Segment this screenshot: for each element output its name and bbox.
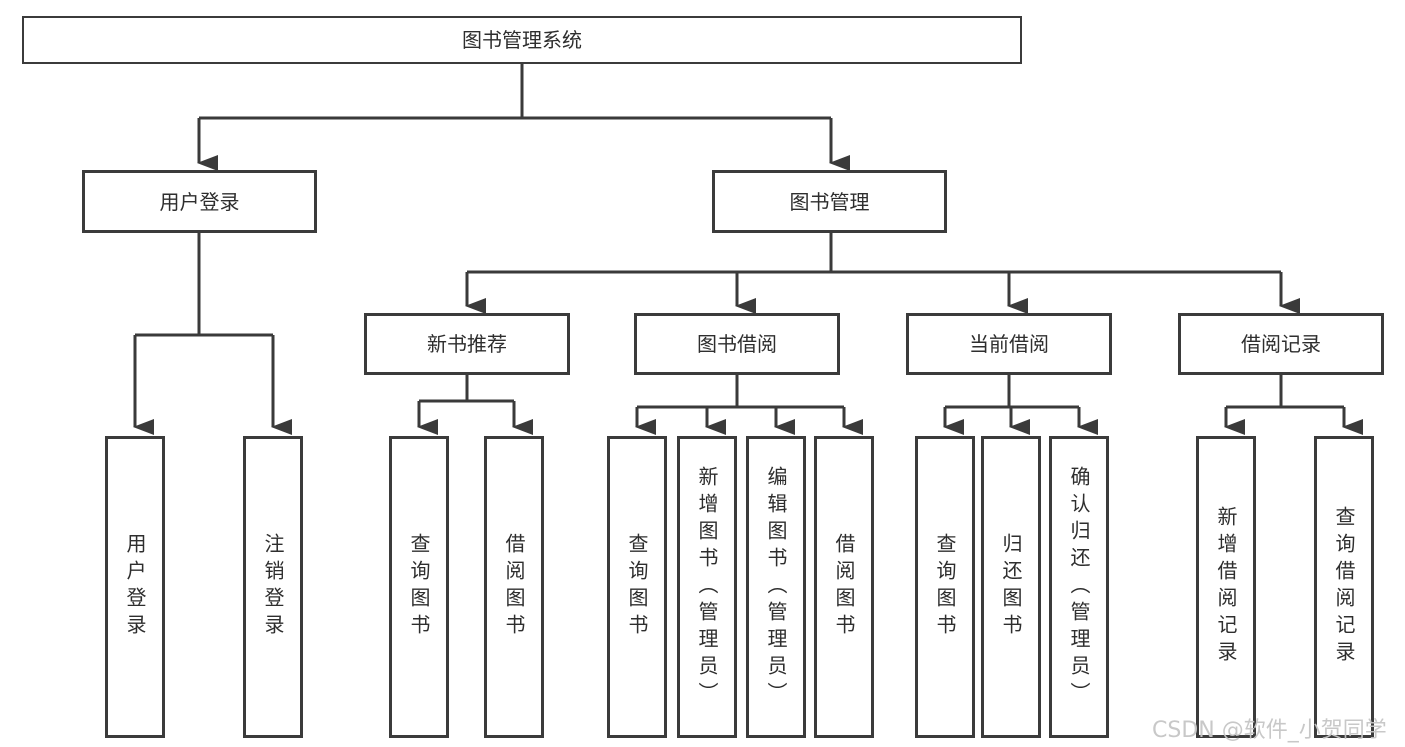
leaf-label: 借阅图书: [502, 533, 526, 641]
leaf-label: 借阅图书: [832, 533, 856, 641]
leaf-label: 新增图书（管理员）: [695, 465, 719, 709]
leaf-logout: 注销登录: [243, 436, 303, 738]
node-new-book-recommend: 新书推荐: [364, 313, 570, 375]
csdn-watermark: CSDN @软件_小贺同学: [1152, 718, 1387, 743]
leaf-label: 查询图书: [933, 533, 957, 641]
leaf-query-books-recommend: 查询图书: [389, 436, 449, 738]
leaf-return-books: 归还图书: [981, 436, 1041, 738]
leaf-label: 编辑图书（管理员）: [764, 465, 788, 709]
node-label: 图书借阅: [697, 332, 777, 356]
node-label: 借阅记录: [1241, 332, 1321, 356]
node-label: 当前借阅: [969, 332, 1049, 356]
node-label: 图书管理: [789, 189, 870, 214]
node-borrow-records: 借阅记录: [1178, 313, 1384, 375]
node-root-label: 图书管理系统: [462, 28, 582, 52]
leaf-label: 用户登录: [123, 533, 147, 641]
leaf-add-borrow-record: 新增借阅记录: [1196, 436, 1256, 738]
leaf-label: 归还图书: [999, 533, 1023, 641]
node-user-login-branch: 用户登录: [82, 170, 317, 233]
leaf-query-borrow-record: 查询借阅记录: [1314, 436, 1374, 738]
leaf-query-books-borrow: 查询图书: [607, 436, 667, 738]
leaf-label: 查询借阅记录: [1332, 506, 1356, 668]
leaf-label: 查询图书: [407, 533, 431, 641]
node-book-management-branch: 图书管理: [712, 170, 947, 233]
node-book-borrow: 图书借阅: [634, 313, 840, 375]
leaf-borrow-books: 借阅图书: [814, 436, 874, 738]
leaf-label: 确认归还（管理员）: [1067, 465, 1091, 709]
leaf-label: 查询图书: [625, 533, 649, 641]
node-current-borrow: 当前借阅: [906, 313, 1112, 375]
leaf-confirm-return-admin: 确认归还（管理员）: [1049, 436, 1109, 738]
leaf-query-books-current: 查询图书: [915, 436, 975, 738]
node-label: 用户登录: [159, 189, 240, 214]
leaf-add-books-admin: 新增图书（管理员）: [677, 436, 737, 738]
node-label: 新书推荐: [427, 332, 507, 356]
leaf-edit-books-admin: 编辑图书（管理员）: [746, 436, 806, 738]
leaf-label: 注销登录: [261, 533, 285, 641]
leaf-borrow-books-recommend: 借阅图书: [484, 436, 544, 738]
leaf-user-login: 用户登录: [105, 436, 165, 738]
leaf-label: 新增借阅记录: [1214, 506, 1238, 668]
node-root-system: 图书管理系统: [22, 16, 1022, 64]
